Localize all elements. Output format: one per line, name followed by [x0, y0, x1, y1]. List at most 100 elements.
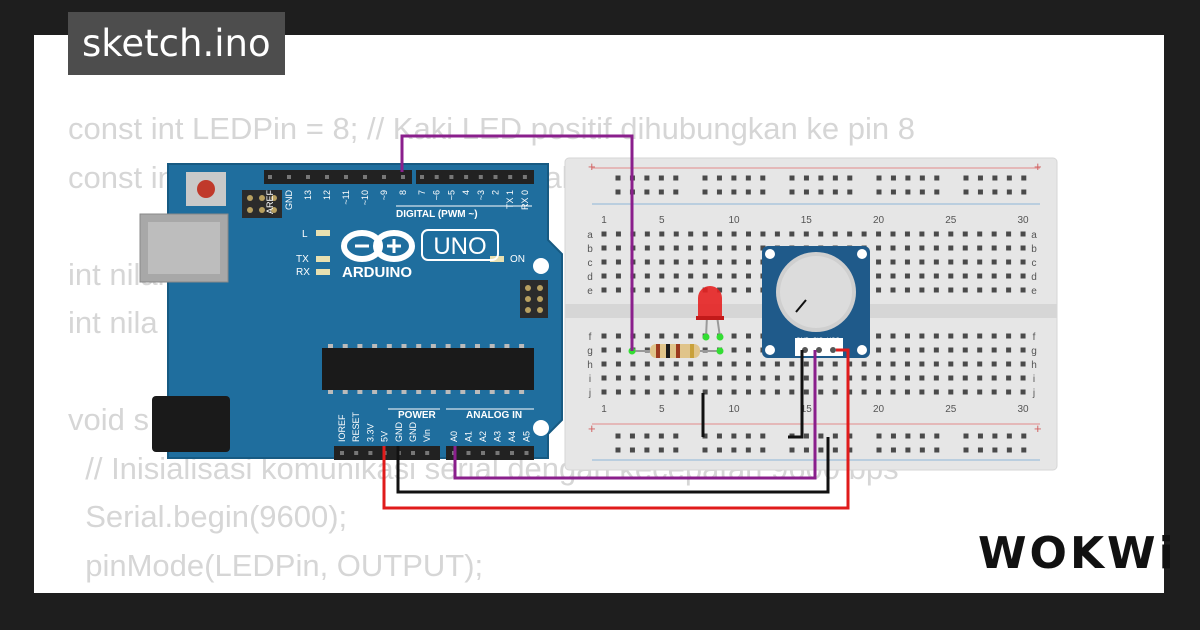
header-pin[interactable] — [287, 175, 291, 179]
rail-hole[interactable] — [1021, 189, 1027, 195]
breadboard-hole[interactable] — [962, 389, 968, 395]
breadboard-hole[interactable] — [962, 259, 968, 265]
breadboard-hole[interactable] — [673, 245, 679, 251]
rail-hole[interactable] — [803, 189, 809, 195]
breadboard-hole[interactable] — [890, 231, 896, 237]
header-pin[interactable] — [344, 175, 348, 179]
breadboard-hole[interactable] — [615, 375, 621, 381]
breadboard-hole[interactable] — [861, 389, 867, 395]
breadboard-hole[interactable] — [659, 231, 665, 237]
breadboard-hole[interactable] — [731, 375, 737, 381]
breadboard-hole[interactable] — [948, 273, 954, 279]
breadboard-hole[interactable] — [948, 259, 954, 265]
rail-hole[interactable] — [658, 447, 664, 453]
breadboard-hole[interactable] — [962, 245, 968, 251]
header-pin[interactable] — [508, 175, 513, 179]
rail-hole[interactable] — [644, 189, 650, 195]
breadboard-hole[interactable] — [673, 389, 679, 395]
rail-hole[interactable] — [673, 433, 679, 439]
rail-hole[interactable] — [789, 175, 795, 181]
rail-hole[interactable] — [745, 189, 751, 195]
breadboard-hole[interactable] — [1020, 231, 1026, 237]
rail-hole[interactable] — [963, 447, 969, 453]
header-pin[interactable] — [340, 451, 344, 455]
breadboard-hole[interactable] — [673, 287, 679, 293]
breadboard-hole[interactable] — [890, 273, 896, 279]
breadboard-hole[interactable] — [876, 231, 882, 237]
breadboard-hole[interactable] — [933, 231, 939, 237]
breadboard-hole[interactable] — [702, 245, 708, 251]
breadboard-hole[interactable] — [1006, 333, 1012, 339]
rail-hole[interactable] — [832, 189, 838, 195]
breadboard-hole[interactable] — [962, 231, 968, 237]
rail-hole[interactable] — [992, 189, 998, 195]
breadboard-hole[interactable] — [746, 259, 751, 265]
breadboard-hole[interactable] — [890, 347, 896, 353]
breadboard-hole[interactable] — [948, 333, 954, 339]
breadboard-hole[interactable] — [1006, 287, 1012, 293]
breadboard-hole[interactable] — [890, 287, 896, 293]
breadboard-hole[interactable] — [919, 287, 925, 293]
breadboard-hole[interactable] — [977, 259, 983, 265]
rail-hole[interactable] — [818, 447, 824, 453]
rail-hole[interactable] — [658, 433, 664, 439]
breadboard-hole[interactable] — [977, 231, 983, 237]
header-pin[interactable] — [464, 175, 469, 179]
breadboard-hole[interactable] — [832, 361, 838, 367]
breadboard-hole[interactable] — [876, 245, 882, 251]
breadboard-hole[interactable] — [919, 389, 925, 395]
breadboard-hole[interactable] — [818, 231, 824, 237]
breadboard-hole[interactable] — [746, 231, 751, 237]
breadboard-hole[interactable] — [933, 287, 939, 293]
rail-hole[interactable] — [905, 175, 911, 181]
breadboard-hole[interactable] — [991, 273, 997, 279]
breadboard-hole[interactable] — [933, 259, 939, 265]
rail-hole[interactable] — [1006, 175, 1012, 181]
header-pin[interactable] — [306, 175, 310, 179]
breadboard-hole[interactable] — [832, 231, 838, 237]
header-pin[interactable] — [368, 451, 373, 455]
breadboard-hole[interactable] — [1006, 361, 1012, 367]
rail-hole[interactable] — [905, 447, 911, 453]
breadboard-hole[interactable] — [789, 361, 795, 367]
breadboard-hole[interactable] — [962, 347, 968, 353]
rail-hole[interactable] — [673, 447, 679, 453]
breadboard-hole[interactable] — [919, 333, 925, 339]
breadboard-hole[interactable] — [659, 333, 665, 339]
breadboard-hole[interactable] — [904, 245, 910, 251]
header-pin[interactable] — [478, 175, 483, 179]
breadboard-hole[interactable] — [847, 389, 853, 395]
breadboard-hole[interactable] — [977, 273, 983, 279]
rail-hole[interactable] — [919, 433, 925, 439]
breadboard-hole[interactable] — [962, 375, 968, 381]
rail-hole[interactable] — [615, 175, 621, 181]
breadboard-hole[interactable] — [702, 389, 708, 395]
rail-hole[interactable] — [890, 175, 896, 181]
breadboard-hole[interactable] — [890, 375, 896, 381]
header-pin[interactable] — [522, 175, 527, 179]
potentiometer[interactable]: GND SIG VCC — [762, 246, 870, 358]
header-pin[interactable] — [411, 451, 415, 455]
breadboard-hole[interactable] — [1006, 347, 1012, 353]
sketch-file-tab[interactable]: sketch.ino — [68, 12, 285, 75]
breadboard-hole[interactable] — [948, 245, 954, 251]
breadboard-hole[interactable] — [919, 245, 925, 251]
breadboard-hole[interactable] — [847, 375, 853, 381]
breadboard-hole[interactable] — [760, 245, 766, 251]
breadboard-hole[interactable] — [630, 389, 636, 395]
breadboard-hole[interactable] — [644, 259, 650, 265]
breadboard-hole[interactable] — [919, 273, 925, 279]
breadboard-hole[interactable] — [919, 375, 925, 381]
breadboard-hole[interactable] — [774, 361, 780, 367]
breadboard-hole[interactable] — [919, 347, 925, 353]
rail-hole[interactable] — [760, 189, 766, 195]
breadboard-hole[interactable] — [731, 333, 737, 339]
breadboard-hole[interactable] — [644, 375, 650, 381]
breadboard-hole[interactable] — [673, 231, 679, 237]
rail-hole[interactable] — [803, 447, 809, 453]
breadboard-hole[interactable] — [904, 333, 910, 339]
breadboard-hole[interactable] — [933, 333, 939, 339]
breadboard-hole[interactable] — [717, 259, 723, 265]
breadboard-hole[interactable] — [601, 259, 607, 265]
header-pin[interactable] — [354, 451, 359, 455]
